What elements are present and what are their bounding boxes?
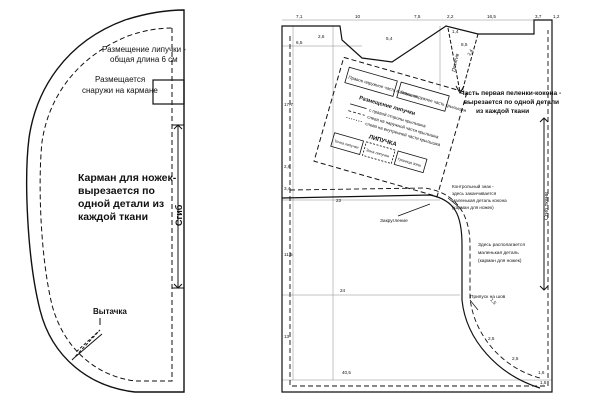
velcro-box-1-label: Точка липучки [334, 139, 359, 150]
control-mark-line-4: (карман для ножек) [452, 205, 494, 210]
bottom-dim: 40,5 [342, 370, 351, 375]
slanted-dim-1: 2,4 [466, 48, 474, 56]
inner-dim-9: 1,6 [538, 370, 545, 375]
inner-dim-5: 23 [336, 198, 342, 203]
control-mark-line-1: Контрольный знак - [452, 183, 494, 189]
left-dim-3: 2,6 [284, 164, 291, 169]
small-part-line-2: маленькая деталь [478, 251, 519, 256]
fold-label: Сгиб [174, 204, 184, 226]
part-title-line-1: Часть первая пеленки-кокона - [460, 90, 561, 97]
part-title-line-2: вырезается по одной детали [464, 98, 559, 106]
top-dim-3: 7,5 [414, 14, 421, 19]
inner-dim-10: 1,5 [540, 380, 547, 385]
slanted-dim-2: 1,5 [489, 297, 497, 305]
velcro-placement-box [152, 79, 185, 105]
top-dim-7: 1,2 [553, 14, 560, 19]
pocket-seam-line [39, 27, 173, 382]
fabric-fold-arrow [539, 117, 549, 291]
velcro-box-3 [393, 150, 428, 174]
seam-allowance-leader [469, 299, 479, 311]
inner-dim-1: 2,6 [318, 34, 325, 39]
velcro-box-1 [330, 132, 364, 155]
wing-panel: Правое наружное часть крылышки Левое нар… [313, 56, 468, 198]
top-dim-1: 7,1 [296, 14, 303, 19]
seam-allowance-label: Припуск на шов [470, 294, 506, 300]
top-dim-5: 16,5 [487, 14, 496, 19]
top-dim-6: 3,7 [535, 14, 542, 19]
control-mark-line-2: здесь заканчивается [452, 191, 497, 196]
grid-lines [282, 19, 553, 381]
velcro-placement-line-2: общая длина 6 см [110, 55, 178, 64]
leg-pocket-curve [281, 194, 541, 389]
left-dim-6: 13 [284, 334, 290, 339]
outside-pocket-line-1: Размещается [95, 75, 145, 84]
pocket-title-line-1: Карман для ножек- [78, 172, 177, 184]
inner-dim-8: 2,5 [512, 356, 519, 361]
wing-right-box [344, 66, 398, 97]
cocoon-seam-line [289, 30, 549, 387]
inner-dim-4: 8,5 [461, 42, 468, 47]
small-part-line-1: Здесь располагается [478, 242, 525, 248]
dart-label: Вытачка [93, 307, 127, 316]
rounding-leader [397, 203, 431, 217]
velcro-box-3-label: Граница зоны [397, 157, 422, 168]
cocoon-part-pattern: Правое наружное часть крылышки Левое нар… [281, 14, 561, 393]
cocoon-outline [281, 19, 553, 393]
wing-left-box [396, 81, 450, 112]
left-dim-2: 17,7 [284, 102, 293, 107]
left-dim-1: 6,5 [296, 40, 303, 45]
velcro-label: ЛИПУЧКА [368, 134, 398, 148]
pocket-outline [26, 9, 185, 393]
velcro-box-2 [362, 141, 396, 165]
small-part-line-3: (карман для ножек) [478, 258, 522, 264]
inner-dim-6: 24 [340, 288, 346, 293]
part-title-line-3: из каждой ткани [476, 107, 529, 115]
control-mark-leader [447, 197, 461, 209]
inner-dim-2: 5,4 [386, 36, 393, 41]
dimension-labels: 7,1 10 7,5 2,2 16,5 3,7 1,2 6,5 17,7 2,6… [284, 14, 560, 385]
outside-pocket-line-2: снаружи на кармане [82, 86, 158, 95]
fold-arrow [172, 124, 184, 289]
pocket-title-line-4: каждой ткани [78, 211, 148, 223]
rounding-label: Закругление [380, 218, 408, 224]
pocket-title-line-2: вырезается по [78, 185, 155, 197]
left-dim-4: 3,4 [284, 186, 291, 191]
velcro-placement-line-1: Размещение липучки - [102, 45, 186, 54]
wing-outline [313, 56, 468, 198]
leg-pocket-seam [289, 187, 541, 379]
fabric-fold-label: Сгиб ткани [544, 192, 550, 220]
top-dim-4: 2,2 [447, 14, 454, 19]
dart-mark [71, 318, 103, 361]
pocket-title-line-3: одной детали из [78, 198, 164, 210]
leg-pocket-pattern: Размещение липучки - общая длина 6 см Ра… [26, 9, 186, 393]
top-dim-2: 10 [355, 14, 361, 19]
grain-label: Потягив [451, 53, 461, 73]
grain-arrow [447, 27, 479, 95]
inner-dim-7: 2,5 [488, 336, 495, 341]
velcro-box-2-label: Зона липучки [366, 148, 390, 158]
control-mark-line-3: маленькая деталь кокона [452, 198, 507, 203]
left-dim-5: 11,5 [284, 252, 293, 257]
inner-dim-3: 1,4 [452, 29, 459, 34]
